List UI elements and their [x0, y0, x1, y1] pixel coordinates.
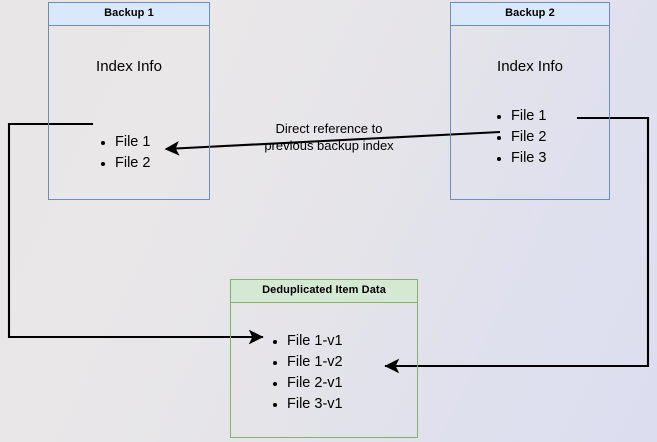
node-backup-1-header: Backup 1: [49, 3, 209, 26]
node-backup-1[interactable]: Backup 1 Index Info File 1 File 2: [48, 2, 210, 200]
node-backup-1-file-list: File 1 File 2: [99, 132, 150, 174]
node-deduplicated-item-data[interactable]: Deduplicated Item Data File 1-v1 File 1-…: [230, 279, 418, 438]
node-backup-2-body: Index Info File 1 File 2 File 3: [451, 26, 609, 199]
list-item: File 2-v1: [271, 373, 343, 394]
list-item: File 1: [99, 132, 150, 153]
edge-label-direct-reference: Direct reference to previous backup inde…: [246, 120, 412, 154]
node-deduplicated-item-data-file-list: File 1-v1 File 1-v2 File 2-v1 File 3-v1: [271, 331, 343, 415]
node-backup-1-index-title: Index Info: [96, 58, 162, 75]
list-item: File 2: [495, 127, 546, 148]
node-backup-2-header: Backup 2: [451, 3, 609, 26]
list-item: File 1: [495, 106, 546, 127]
node-backup-2-file-list: File 1 File 2 File 3: [495, 106, 546, 169]
list-item: File 3-v1: [271, 394, 343, 415]
list-item: File 3: [495, 148, 546, 169]
list-item: File 1-v2: [271, 352, 343, 373]
node-backup-2[interactable]: Backup 2 Index Info File 1 File 2 File 3: [450, 2, 610, 200]
node-backup-2-index-title: Index Info: [497, 58, 563, 75]
list-item: File 2: [99, 153, 150, 174]
list-item: File 1-v1: [271, 331, 343, 352]
edge-label-line-2: previous backup index: [264, 138, 394, 153]
node-deduplicated-item-data-header: Deduplicated Item Data: [231, 280, 417, 303]
edge-label-line-1: Direct reference to: [275, 121, 383, 136]
node-deduplicated-item-data-body: File 1-v1 File 1-v2 File 2-v1 File 3-v1: [231, 303, 417, 437]
node-backup-1-body: Index Info File 1 File 2: [49, 26, 209, 199]
